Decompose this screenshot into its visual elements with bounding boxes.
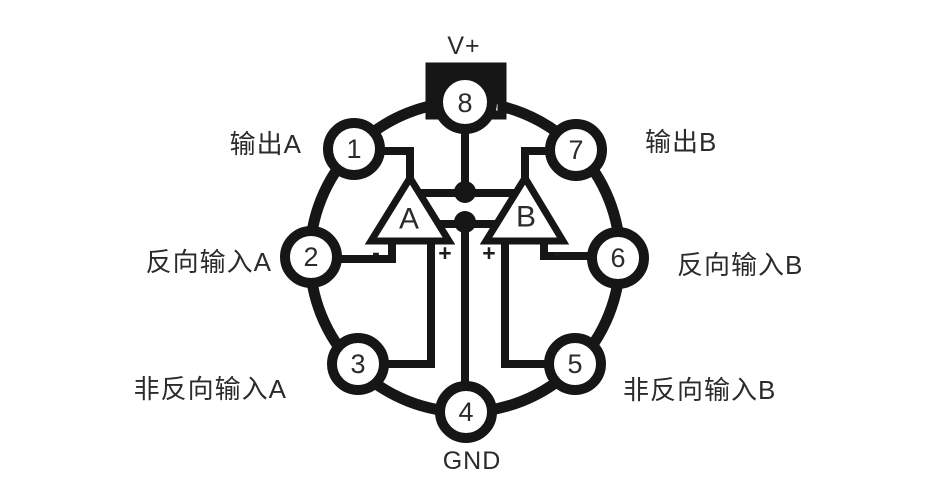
opamp-b-triangle: [479, 171, 570, 245]
pin-6-number: 6: [610, 243, 625, 273]
pin-2-number: 2: [303, 242, 318, 272]
gnd-label: GND: [443, 447, 502, 475]
pin-8-number: 8: [457, 88, 472, 118]
vplus-label: V+: [447, 32, 480, 60]
pin-3-label: 非反向输入A: [134, 374, 287, 404]
pin-3-circle: [327, 333, 389, 395]
wire-inverting-a: [341, 238, 396, 263]
pin-3-number: 3: [350, 349, 365, 379]
wire-noninverting-a: [388, 238, 435, 368]
pin-1-circle: [323, 118, 385, 180]
pin-8-circle: [433, 70, 497, 134]
pin-6-circle: [587, 227, 649, 289]
pin-2-label: 反向输入A: [146, 247, 272, 277]
pin-4-number: 4: [458, 397, 473, 427]
opamp-b-plus-sign: +: [482, 240, 495, 266]
pin-5-circle: [544, 333, 606, 395]
wire-noninverting-b: [501, 238, 547, 368]
pin-1-label: 输出A: [230, 129, 302, 159]
opamp-a-triangle: [364, 171, 456, 245]
pin-5-number: 5: [567, 349, 582, 379]
opamp-a-plus-sign: +: [438, 240, 451, 266]
pin-5-label: 非反向输入B: [623, 375, 776, 405]
pin-7-circle: [545, 119, 607, 181]
pin-4-circle: [435, 381, 497, 443]
pin-7-number: 7: [568, 135, 583, 165]
opamp-b-minus-sign: -: [553, 239, 561, 265]
pin-2-circle: [280, 226, 342, 288]
pin-1-number: 1: [346, 134, 361, 164]
junction-dot-vplus: [454, 181, 476, 203]
opamp-b-label: B: [516, 201, 536, 234]
opamp-a-minus-sign: -: [372, 239, 380, 265]
pin-6-label: 反向输入B: [677, 250, 803, 280]
junction-dot-gnd: [454, 211, 476, 233]
pin-7-label: 输出B: [645, 127, 717, 157]
wire-output-a: [382, 147, 414, 182]
opamp-a-label: A: [399, 203, 419, 236]
